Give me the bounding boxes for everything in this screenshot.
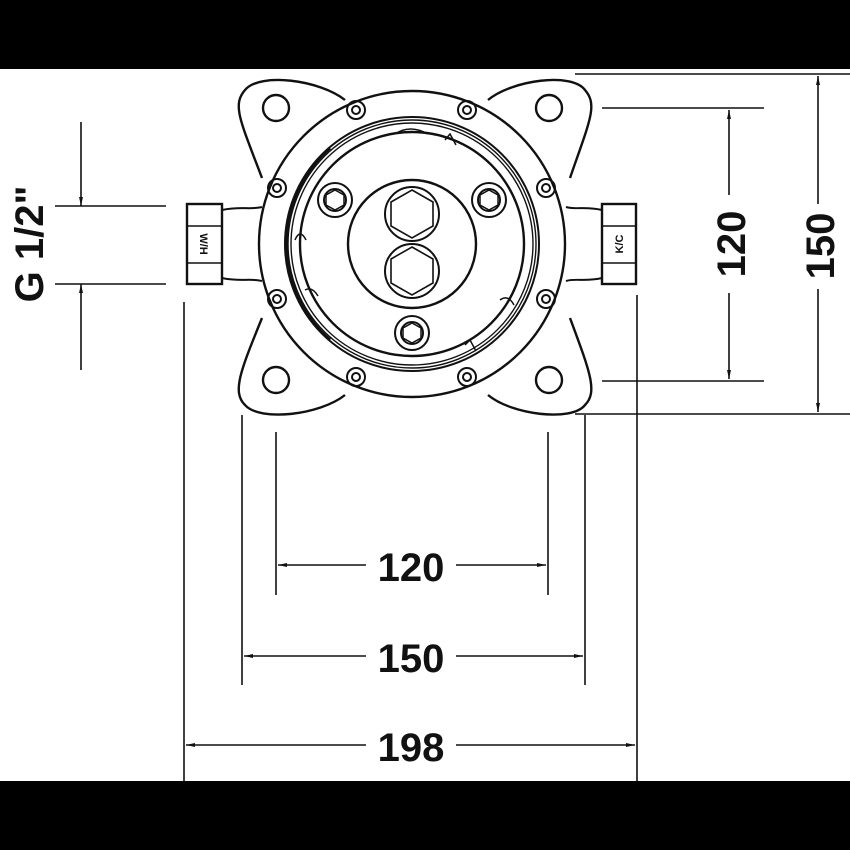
dim-bottom-150: 150 xyxy=(378,637,445,681)
ring-3 xyxy=(290,122,534,366)
outer-ring xyxy=(257,89,567,399)
ring-2 xyxy=(287,119,537,369)
retaining-clip xyxy=(284,146,332,342)
dim-bottom-120: 120 xyxy=(378,546,445,590)
hex-plugs xyxy=(384,186,440,299)
mounting-flange xyxy=(237,78,593,416)
technical-drawing: W/H K/C xyxy=(0,69,850,781)
socket-screws xyxy=(317,182,507,351)
flange-screws xyxy=(267,100,556,387)
letterbox-bottom xyxy=(0,781,850,850)
port-cold: K/C xyxy=(600,202,638,286)
port-hot: W/H xyxy=(185,202,224,286)
dim-bottom-198: 198 xyxy=(378,726,445,770)
port-cold-label: K/C xyxy=(614,234,626,253)
dim-thread-label: G 1/2" xyxy=(8,186,52,303)
dim-right-150: 150 xyxy=(799,213,843,280)
dim-right-120: 120 xyxy=(710,211,754,278)
letterbox-top xyxy=(0,0,850,69)
inlet-stub-left xyxy=(221,206,263,282)
port-hot-label: W/H xyxy=(197,233,209,254)
ear-hole-tl xyxy=(261,93,291,123)
inlet-stub-right xyxy=(565,206,603,282)
internal-details xyxy=(294,128,515,352)
ear-hole-bl xyxy=(261,365,291,395)
ear-hole-tr xyxy=(534,93,564,123)
cartridge-housing xyxy=(346,178,478,310)
ring-4 xyxy=(298,130,526,358)
ear-hole-br xyxy=(534,365,564,395)
dimension-lines xyxy=(55,73,850,781)
mixer-body xyxy=(221,78,603,416)
